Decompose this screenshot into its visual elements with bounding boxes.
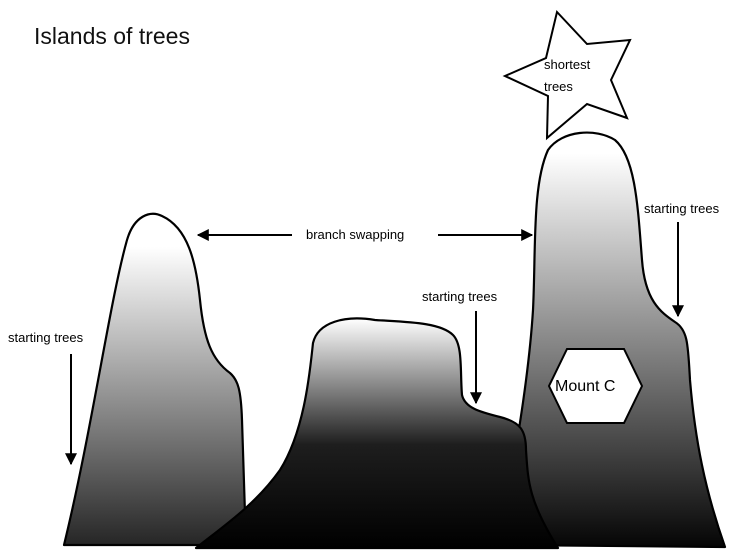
mount-c-hexagon <box>547 348 644 424</box>
left-mountain <box>62 212 248 547</box>
branch-swapping-label: branch swapping <box>306 227 404 242</box>
diagram-title: Islands of trees <box>34 23 190 49</box>
middle-mountain <box>194 317 560 550</box>
star-badge <box>502 9 632 141</box>
starting-trees-label-middle: starting trees <box>422 289 498 304</box>
shortest-label-line2: trees <box>544 79 573 94</box>
shortest-label-line1: shortest <box>544 57 591 72</box>
starting-trees-label-left: starting trees <box>8 330 84 345</box>
mount-c-label: Mount C <box>555 378 615 395</box>
starting-trees-label-right: starting trees <box>644 201 720 216</box>
right-mountain <box>498 131 727 549</box>
